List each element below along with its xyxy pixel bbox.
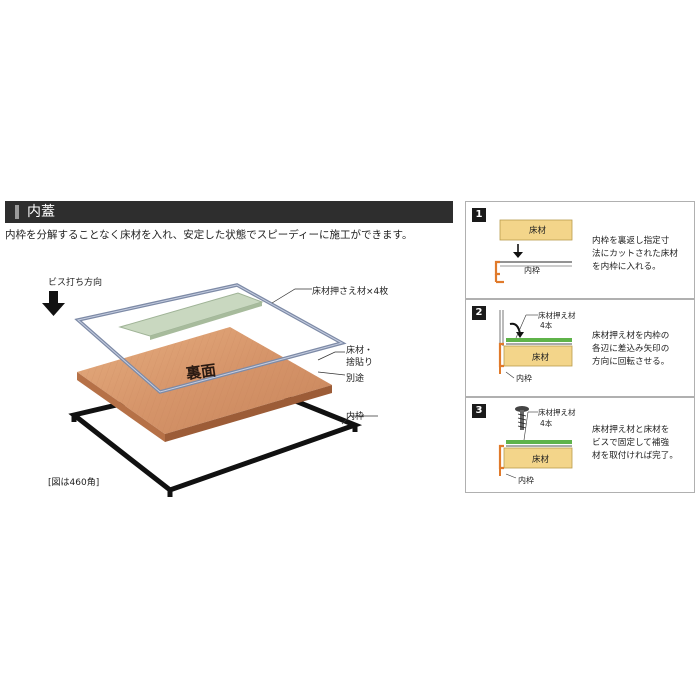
step-1-diagram <box>494 219 573 284</box>
flooring-board <box>77 327 332 442</box>
size-note: [図は460角] <box>48 478 100 488</box>
step-2-diagram <box>498 310 573 379</box>
step-3-text-line: 床材押え材と床材を <box>592 425 670 435</box>
step-2-text-line: 方向に回転させる。 <box>592 357 670 367</box>
step-1-inner-frame-label: 内枠 <box>524 266 540 275</box>
step-3-text: 床材押え材と床材を ビスで固定して補強 材を取付ければ完了。 <box>592 424 692 463</box>
step-2-inner-frame-label: 内枠 <box>516 374 532 383</box>
step-number: 3 <box>472 404 486 418</box>
intro-text: 内枠を分解することなく床材を入れ、安定した状態でスピーディーに施工ができます。 <box>5 229 413 241</box>
step-3-inner-frame-label: 内枠 <box>518 476 534 485</box>
step-number: 2 <box>472 306 486 320</box>
separate-label: 別途 <box>346 374 365 384</box>
step-2-text-line: 各辺に差込み矢印の <box>592 344 670 354</box>
leader-lines <box>271 288 378 425</box>
step-3-diagram <box>498 406 573 479</box>
step-2-count-label: 4本 <box>540 321 553 330</box>
step-3-text-line: 材を取付ければ完了。 <box>592 451 678 461</box>
back-side-label: 裏面 <box>184 360 218 383</box>
step-2-text-line: 床材押え材を内枠の <box>592 331 670 341</box>
screw-direction-arrow <box>42 291 65 316</box>
step-1-text-line: 内枠を裏返し指定寸 <box>592 236 670 246</box>
header-accent <box>15 205 19 219</box>
exploded-assembly-diagram <box>42 283 378 497</box>
screw-icon <box>515 406 529 430</box>
step-number: 1 <box>472 208 486 222</box>
step-panel-1: 1 床材 内枠 内枠を裏返し指定寸 法にカットされた床材 を内枠に入れる。 <box>465 201 695 299</box>
step-panel-2: 2 床材押え材 4本 床材 内枠 床材押え材を内枠の 各辺に差込み矢印の 方向に… <box>465 299 695 397</box>
inner-frame-label: 内枠 <box>346 412 365 422</box>
step-1-text-line: を内枠に入れる。 <box>592 262 661 272</box>
step-3-retainer-label: 床材押え材 <box>538 408 576 417</box>
screw-direction-label: ビス打ち方向 <box>48 278 103 288</box>
step-2-text: 床材押え材を内枠の 各辺に差込み矢印の 方向に回転させる。 <box>592 330 692 369</box>
step-3-text-line: ビスで固定して補強 <box>592 438 670 448</box>
step-1-flooring-label: 床材 <box>529 226 547 236</box>
section-header: 内蓋 <box>5 201 453 223</box>
step-1-text: 内枠を裏返し指定寸 法にカットされた床材 を内枠に入れる。 <box>592 235 692 274</box>
flooring-retainer-label: 床材押さえ材×4枚 <box>312 287 389 297</box>
step-2-retainer-label: 床材押え材 <box>538 311 576 320</box>
step-2-flooring-label: 床材 <box>532 353 550 363</box>
flooring-label-line2: 捨貼り <box>346 358 374 368</box>
step-panel-3: 3 床材押え材 4本 床材 内枠 床材押え材と床材を ビスで固定して補強 材を取… <box>465 397 695 493</box>
flooring-label: 床材・ 捨貼り <box>346 345 373 369</box>
retainer-bar <box>118 292 264 340</box>
step-3-count-label: 4本 <box>540 419 553 428</box>
step-3-flooring-label: 床材 <box>532 455 550 465</box>
section-title: 内蓋 <box>27 204 55 220</box>
step-1-text-line: 法にカットされた床材 <box>592 249 678 259</box>
flooring-label-line1: 床材・ <box>346 346 374 356</box>
